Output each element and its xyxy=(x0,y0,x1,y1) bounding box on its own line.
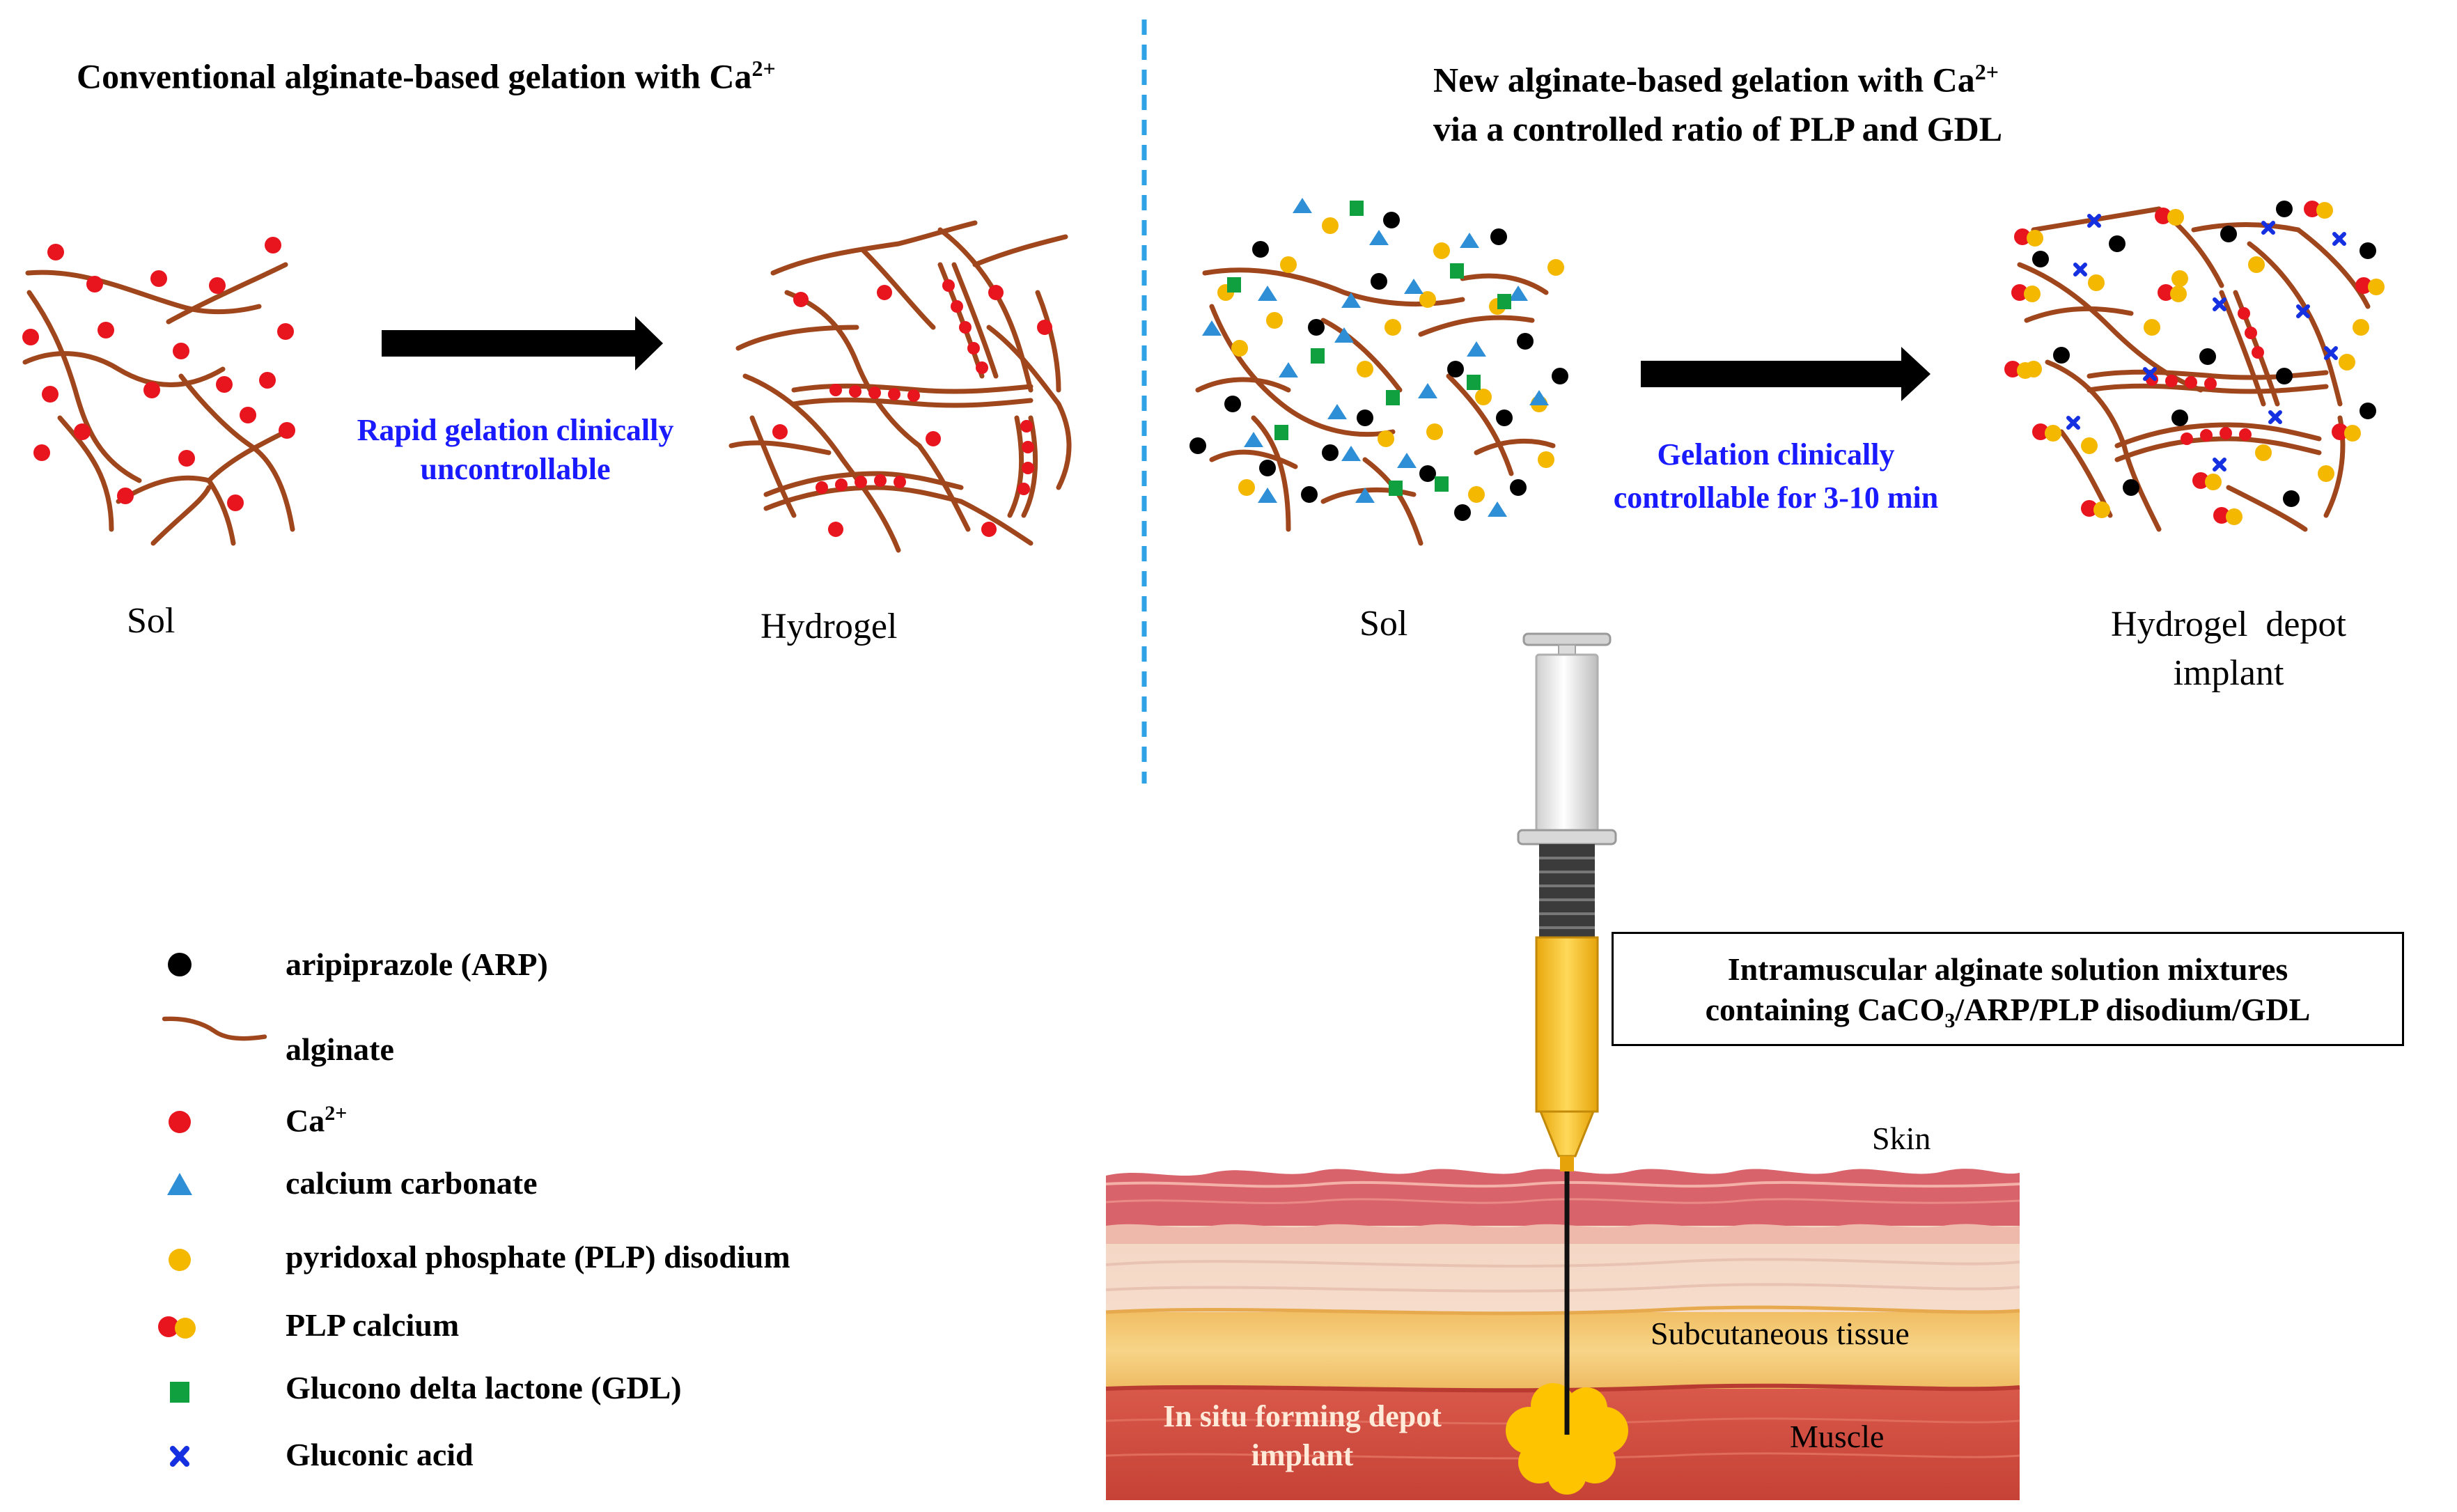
injection-info-line2-a: containing CaCO xyxy=(1705,992,1945,1027)
injection-info-line2: containing CaCO3/ARP/PLP disodium/GDL xyxy=(1614,990,2402,1041)
legend-label-calcium-carbonate: calcium carbonate xyxy=(286,1165,538,1201)
syringe xyxy=(1517,632,1617,1435)
left-arrow xyxy=(382,316,663,371)
left-arrow-label-line2: uncontrollable xyxy=(420,452,611,486)
legend-label-calcium-text: Ca xyxy=(286,1102,325,1139)
injection-info-line2-sub: 3 xyxy=(1944,1009,1956,1033)
left-sol-cluster xyxy=(22,262,295,546)
depot-label: In situ forming depot implant xyxy=(1128,1397,1476,1475)
red-dot-icon xyxy=(169,1111,191,1133)
left-panel-title-text: Conventional alginate-based gelation wit… xyxy=(77,56,752,96)
right-panel-title-line1-text: New alginate-based gelation with Ca xyxy=(1433,60,1975,100)
blue-triangle-icon xyxy=(167,1173,192,1195)
right-hydrogel-label: Hydrogel depot implant xyxy=(2061,600,2396,698)
legend-label-arp: aripiprazole (ARP) xyxy=(286,946,548,982)
left-sol-calcium-dots xyxy=(22,237,295,511)
legend-label-plp-disodium: pyridoxal phosphate (PLP) disodium xyxy=(286,1239,790,1275)
left-arrow-label-line1: Rapid gelation clinically xyxy=(357,413,674,447)
injection-info-line1: Intramuscular alginate solution mixtures xyxy=(1727,951,2288,987)
right-hydrogel-label-line2: implant xyxy=(2173,653,2284,693)
legend-label-calcium-sup: 2+ xyxy=(325,1102,348,1125)
right-panel-title-line1-sup: 2+ xyxy=(1974,59,1999,84)
plp-calcium-pairs xyxy=(2004,201,2385,525)
right-arrow-label-line2: controllable for 3-10 min xyxy=(1613,481,1939,515)
red-yellow-pair-icon xyxy=(158,1316,196,1339)
left-hydrogel-cluster xyxy=(728,220,1072,553)
subcutaneous-label: Subcutaneous tissue xyxy=(1651,1316,1910,1351)
right-sol-cluster xyxy=(1195,267,1556,546)
right-panel-title: New alginate-based gelation with Ca2+ vi… xyxy=(1433,47,2002,153)
left-sol-label: Sol xyxy=(127,601,176,641)
left-hydrogel-label: Hydrogel xyxy=(760,607,898,646)
black-dot-icon xyxy=(168,953,192,976)
alginate-strand-icon xyxy=(162,1016,267,1041)
right-panel-title-line2: via a controlled ratio of PLP and GDL xyxy=(1433,109,2003,148)
green-square-icon xyxy=(170,1382,189,1403)
left-panel-title: Conventional alginate-based gelation wit… xyxy=(77,56,776,97)
legend-label-plp-calcium: PLP calcium xyxy=(286,1307,460,1343)
right-hydrogel-particles xyxy=(2004,201,2385,525)
right-sol-particles xyxy=(1190,198,1568,521)
right-arrow xyxy=(1641,347,1930,401)
skin-label: Skin xyxy=(1872,1121,1931,1156)
right-hydrogel-label-line1: Hydrogel depot xyxy=(2111,605,2346,644)
legend-label-calcium: Ca2+ xyxy=(286,1102,347,1139)
injection-info-line2-b: /ARP/PLP disodium/GDL xyxy=(1955,992,2311,1027)
blue-x-icon xyxy=(170,1446,189,1467)
left-hydrogel-crosslinks xyxy=(772,279,1052,537)
right-sol-label: Sol xyxy=(1359,604,1408,644)
yellow-dot-icon xyxy=(169,1249,191,1271)
right-arrow-label: Gelation clinically controllable for 3-1… xyxy=(1581,433,1971,520)
legend-label-gdl: Glucono delta lactone (GDL) xyxy=(286,1370,682,1405)
muscle-label: Muscle xyxy=(1790,1419,1885,1454)
left-arrow-label: Rapid gelation clinically uncontrollable xyxy=(306,411,724,489)
injection-info-box: Intramuscular alginate solution mixtures… xyxy=(1612,932,2404,1046)
depot-label-line2: implant xyxy=(1251,1438,1354,1472)
legend-label-alginate: alginate xyxy=(286,1031,394,1067)
depot-label-line1: In situ forming depot xyxy=(1163,1399,1442,1433)
left-panel-title-sup: 2+ xyxy=(751,56,776,81)
injection-info-text: Intramuscular alginate solution mixtures… xyxy=(1614,949,2402,1041)
legend-label-gluconic-acid: Gluconic acid xyxy=(286,1437,474,1472)
right-arrow-label-line1: Gelation clinically xyxy=(1657,437,1895,471)
right-panel-title-line1: New alginate-based gelation with Ca2+ xyxy=(1433,47,2002,104)
